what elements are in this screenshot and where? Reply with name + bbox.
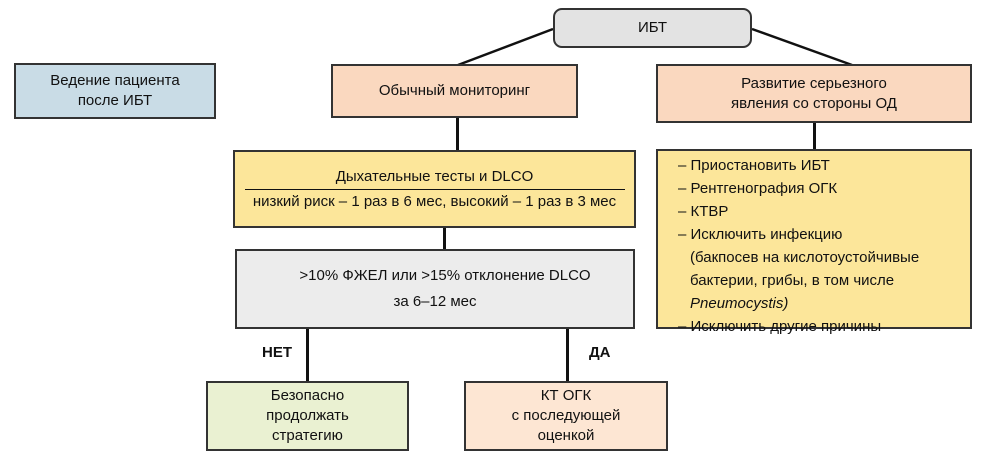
connector-root-to-serious-event <box>751 27 853 67</box>
root-label: ИБТ <box>637 19 668 36</box>
serious-event-node: Развитие серьезного явления со стороны О… <box>656 64 972 123</box>
action-suspend: – Приостановить ИБТ <box>678 157 830 174</box>
safe-line-2: продолжать <box>266 407 349 424</box>
management-line-1: Ведение пациента <box>50 72 180 89</box>
yes-label: ДА <box>589 344 611 361</box>
management-node: Ведение пациента после ИБТ <box>14 63 216 119</box>
connector-threshold-to-safe <box>306 329 309 381</box>
connector-root-to-monitoring <box>457 27 554 67</box>
action-infection-detail-3: Pneumocystis) <box>690 295 789 312</box>
threshold-line-1: >10% ФЖЕЛ или >15% отклонение DLCO <box>299 267 591 284</box>
ct-node: КТ ОГК с последующей оценкой <box>464 381 668 451</box>
routine-monitoring-label: Обычный мониторинг <box>378 82 531 99</box>
tests-divider <box>244 188 625 190</box>
ct-line-3: оценкой <box>537 427 595 444</box>
safe-line-3: стратегию <box>272 427 343 444</box>
tests-schedule: низкий риск – 1 раз в 6 мес, высокий – 1… <box>252 192 617 210</box>
action-exclude-infection: – Исключить инфекцию <box>678 226 843 243</box>
ct-line-1: КТ ОГК <box>540 387 592 404</box>
no-label: НЕТ <box>262 344 292 361</box>
actions-node: – Приостановить ИБТ – Рентгенография ОГК… <box>656 149 972 335</box>
connector-monitoring-to-tests <box>456 118 459 150</box>
action-xray: – Рентгенография ОГК <box>678 180 838 197</box>
routine-monitoring-node: Обычный мониторинг <box>331 64 578 118</box>
action-infection-detail-1: (бакпосев на кислотоустойчивые <box>690 249 920 266</box>
tests-title: Дыхательные тесты и DLCO <box>335 167 534 185</box>
serious-event-line-1: Развитие серьезного <box>741 74 887 92</box>
ct-line-2: с последующей <box>511 407 621 424</box>
threshold-node: >10% ФЖЕЛ или >15% отклонение DLCO за 6–… <box>235 249 635 329</box>
connector-serious-to-actions <box>813 123 816 149</box>
root-node: ИБТ <box>553 8 752 48</box>
management-line-2: после ИБТ <box>77 92 153 109</box>
action-exclude-other: – Исключить другие причины <box>678 318 882 335</box>
connector-threshold-to-ct <box>566 329 569 381</box>
serious-event-line-2: явления со стороны ОД <box>731 94 897 112</box>
safe-node: Безопасно продолжать стратегию <box>206 381 409 451</box>
connector-tests-to-threshold <box>443 227 446 249</box>
tests-node: Дыхательные тесты и DLCO низкий риск – 1… <box>233 150 636 228</box>
action-infection-detail-2: бактерии, грибы, в том числе <box>690 272 895 289</box>
threshold-line-2: за 6–12 мес <box>393 293 477 310</box>
safe-line-1: Безопасно <box>270 387 345 404</box>
action-hrct: – КТВР <box>678 203 729 220</box>
